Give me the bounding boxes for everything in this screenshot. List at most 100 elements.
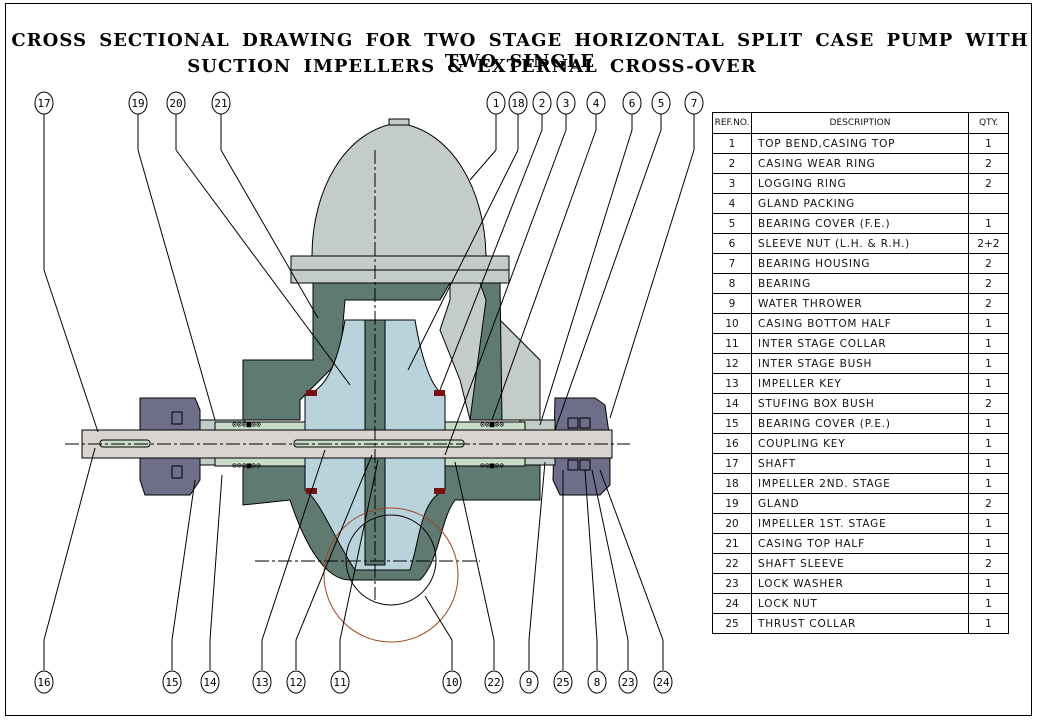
bom-qty: 1 <box>968 453 1009 474</box>
callout-balloon: 13 <box>252 670 272 694</box>
bom-ref: 14 <box>712 393 752 414</box>
callout-balloon: 12 <box>286 670 306 694</box>
callout-balloon: 3 <box>556 91 576 115</box>
crossover-outline <box>323 507 459 643</box>
bom-qty: 2 <box>968 153 1009 174</box>
callout-balloon: 7 <box>684 91 704 115</box>
bom-ref: 17 <box>712 453 752 474</box>
callout-balloon: 16 <box>34 670 54 694</box>
bom-description: BEARING <box>751 273 969 294</box>
callout-balloon: 8 <box>587 670 607 694</box>
bom-description: BEARING COVER (F.E.) <box>751 213 969 234</box>
bom-description: CASING WEAR RING <box>751 153 969 174</box>
bom-description: CASING BOTTOM HALF <box>751 313 969 334</box>
bom-qty: 2 <box>968 553 1009 574</box>
callout-balloon: 20 <box>166 91 186 115</box>
bom-qty: 1 <box>968 433 1009 454</box>
header-ref-no: REF.NO. <box>712 112 752 134</box>
bom-qty: 1 <box>968 333 1009 354</box>
callout-balloon: 14 <box>200 670 220 694</box>
bom-qty: 1 <box>968 373 1009 394</box>
svg-text:18: 18 <box>511 97 524 110</box>
bom-qty: 1 <box>968 573 1009 594</box>
top-bend-dome <box>311 122 487 257</box>
bom-qty: 1 <box>968 533 1009 554</box>
bom-ref: 20 <box>712 513 752 534</box>
bom-qty <box>968 193 1009 214</box>
svg-text:⊗⊗⊗■⊗⊗: ⊗⊗⊗■⊗⊗ <box>232 461 261 470</box>
callout-balloon: 22 <box>484 670 504 694</box>
bom-ref: 9 <box>712 293 752 314</box>
impeller-2nd-stage <box>384 319 446 431</box>
callout-balloon: 23 <box>618 670 638 694</box>
svg-text:⊗⊗■⊗⊗: ⊗⊗■⊗⊗ <box>480 420 504 429</box>
bom-description: CASING TOP HALF <box>751 533 969 554</box>
svg-text:20: 20 <box>169 97 182 110</box>
bom-ref: 15 <box>712 413 752 434</box>
svg-text:19: 19 <box>131 97 144 110</box>
callout-balloon: 15 <box>162 670 182 694</box>
svg-text:21: 21 <box>214 97 227 110</box>
svg-text:17: 17 <box>37 97 50 110</box>
bom-description: SLEEVE NUT (L.H. & R.H.) <box>751 233 969 254</box>
svg-text:24: 24 <box>656 676 670 689</box>
bom-description: THRUST COLLAR <box>751 613 969 634</box>
callout-balloon: 11 <box>330 670 350 694</box>
callout-balloon: 6 <box>622 91 642 115</box>
bom-ref: 23 <box>712 573 752 594</box>
header-qty: QTY. <box>968 112 1009 134</box>
callouts-bottom: 16 15 14 13 12 11 10 22 9 25 8 23 24 <box>34 670 673 694</box>
bom-description: IMPELLER 1ST. STAGE <box>751 513 969 534</box>
callout-balloon: 4 <box>586 91 606 115</box>
bom-qty: 2 <box>968 293 1009 314</box>
svg-text:15: 15 <box>165 676 178 689</box>
svg-text:⊗⊗⊗■⊗⊗: ⊗⊗⊗■⊗⊗ <box>232 420 261 429</box>
bom-description: GLAND PACKING <box>751 193 969 214</box>
bom-ref: 10 <box>712 313 752 334</box>
drawing-title-line-2: SUCTION IMPELLERS & EXTERNAL CROSS-OVER <box>187 56 757 77</box>
svg-text:11: 11 <box>333 676 346 689</box>
top-bend-boss <box>388 118 410 126</box>
bom-description: STUFING BOX BUSH <box>751 393 969 414</box>
bom-ref: 25 <box>712 613 752 634</box>
bom-ref: 19 <box>712 493 752 514</box>
svg-text:22: 22 <box>487 676 500 689</box>
bom-description: SHAFT SLEEVE <box>751 553 969 574</box>
svg-text:⊗⊗■⊗⊗: ⊗⊗■⊗⊗ <box>480 461 504 470</box>
callout-balloon: 10 <box>442 670 462 694</box>
callouts-top: 17 19 20 21 1 18 2 3 4 6 5 7 <box>34 91 704 115</box>
svg-text:4: 4 <box>593 97 600 110</box>
bom-description: BEARING HOUSING <box>751 253 969 274</box>
gland-packing: ⊗⊗⊗■⊗⊗ ⊗⊗⊗■⊗⊗ ⊗⊗■⊗⊗ ⊗⊗■⊗⊗ <box>232 420 504 470</box>
bom-ref: 5 <box>712 213 752 234</box>
bom-ref: 11 <box>712 333 752 354</box>
bom-qty: 1 <box>968 133 1009 154</box>
svg-text:3: 3 <box>563 97 570 110</box>
svg-text:5: 5 <box>658 97 665 110</box>
bom-ref: 4 <box>712 193 752 214</box>
bom-ref: 12 <box>712 353 752 374</box>
bom-qty: 1 <box>968 353 1009 374</box>
bom-qty: 1 <box>968 593 1009 614</box>
bom-description: LOCK WASHER <box>751 573 969 594</box>
bom-description: COUPLING KEY <box>751 433 969 454</box>
bom-ref: 18 <box>712 473 752 494</box>
callout-balloon: 24 <box>653 670 673 694</box>
